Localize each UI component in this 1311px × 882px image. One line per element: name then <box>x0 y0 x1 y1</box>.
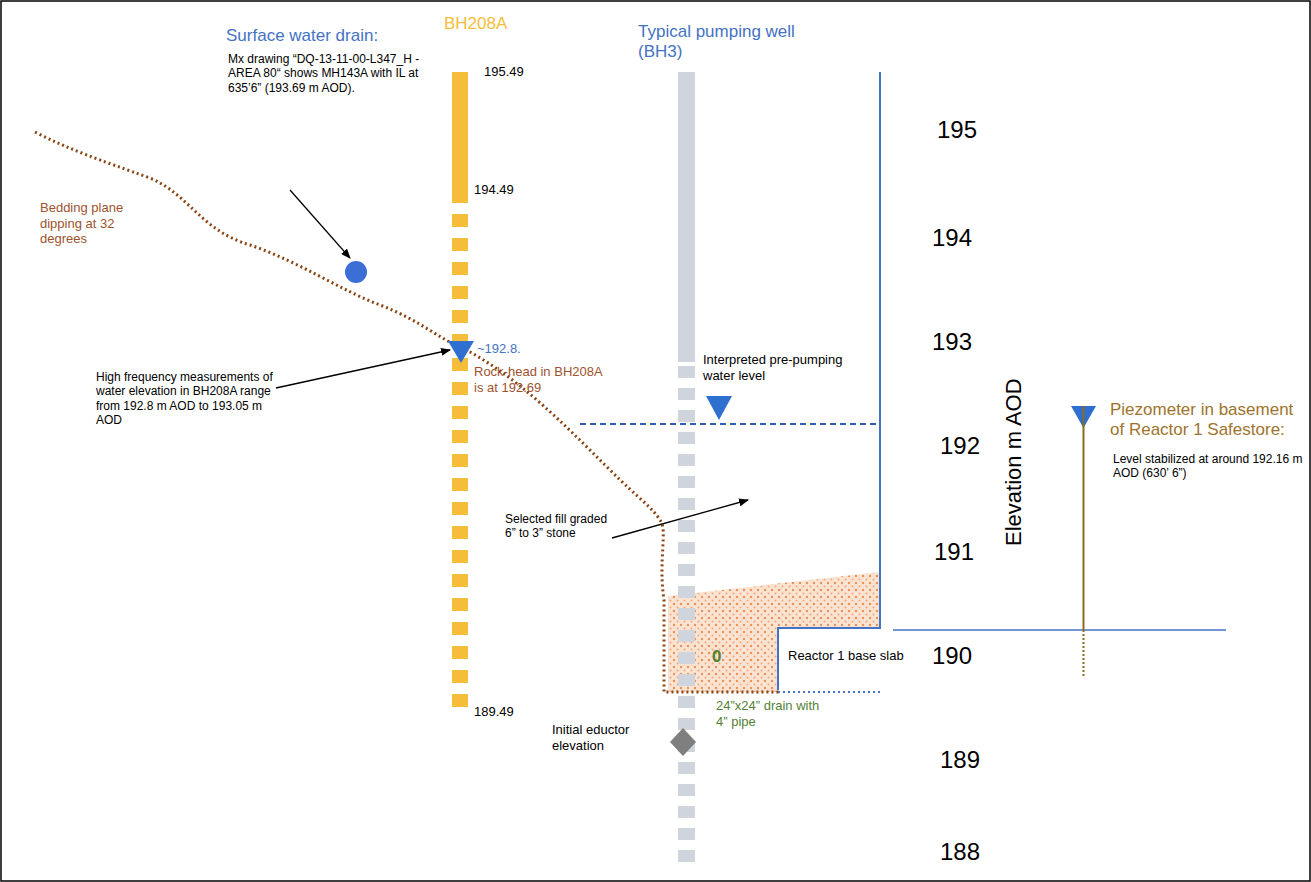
drain-symbol <box>345 261 367 283</box>
note: Reactor 1 base slab <box>788 648 904 664</box>
leader-line <box>290 190 350 258</box>
elevation-tag: 194.49 <box>474 182 514 198</box>
axis-tick: 193 <box>932 328 972 357</box>
note: Bedding plane dipping at 32 degrees <box>40 200 150 247</box>
borehole-screen <box>452 190 468 714</box>
slab-base <box>778 691 880 693</box>
water-triangle <box>448 341 474 363</box>
piezometer-tip <box>1083 630 1085 676</box>
note: Interpreted pre-pumping water level <box>703 352 853 383</box>
eductor-diamond <box>670 728 696 756</box>
elevation-tag: 195.49 <box>484 64 524 80</box>
borehole-solid <box>452 72 468 190</box>
well-screen <box>678 366 695 866</box>
axis-tick: 189 <box>940 746 980 775</box>
water-level <box>580 423 878 425</box>
water-triangle <box>706 396 732 420</box>
stone-fill <box>668 572 880 692</box>
piezometer-pipe <box>1083 406 1085 630</box>
bedding-plane <box>35 132 780 692</box>
axis-tick: 192 <box>940 432 980 461</box>
axis-tick: 194 <box>932 224 972 253</box>
axis-tick: 195 <box>937 116 977 145</box>
heading: Piezometer in basement of Reactor 1 Safe… <box>1110 400 1305 441</box>
note: High frequency measurements of water ele… <box>96 370 281 428</box>
note: Mx drawing “DQ-13-11-00-L347_H - AREA 80… <box>228 52 433 95</box>
note: Initial eductor elevation <box>552 722 662 753</box>
note: Level stabilized at around 192.16 m AOD … <box>1113 452 1303 481</box>
leader-line <box>276 350 450 388</box>
axis-title: Elevation m AOD <box>1001 378 1027 546</box>
callout-number: 0 <box>712 647 721 667</box>
axis-tick: 190 <box>932 642 972 671</box>
elevation-tag: 189.49 <box>474 704 514 720</box>
note: Rock-head in BH208A is at 192.69 <box>474 364 614 395</box>
leader-line <box>612 500 748 538</box>
borehole-name: BH208A <box>444 14 507 34</box>
reactor-wall <box>778 72 880 690</box>
axis-tick: 191 <box>934 538 974 567</box>
well-name: Typical pumping well (BH3) <box>638 22 808 63</box>
slab-line <box>893 629 1226 631</box>
well-casing <box>678 72 695 362</box>
axis-tick: 188 <box>940 838 980 867</box>
elevation-tag: ~192.8. <box>477 341 521 357</box>
heading: Surface water drain: <box>226 26 426 46</box>
note: 24”x24” drain with 4” pipe <box>716 698 826 729</box>
note: Selected fill graded 6” to 3” stone <box>505 512 615 541</box>
